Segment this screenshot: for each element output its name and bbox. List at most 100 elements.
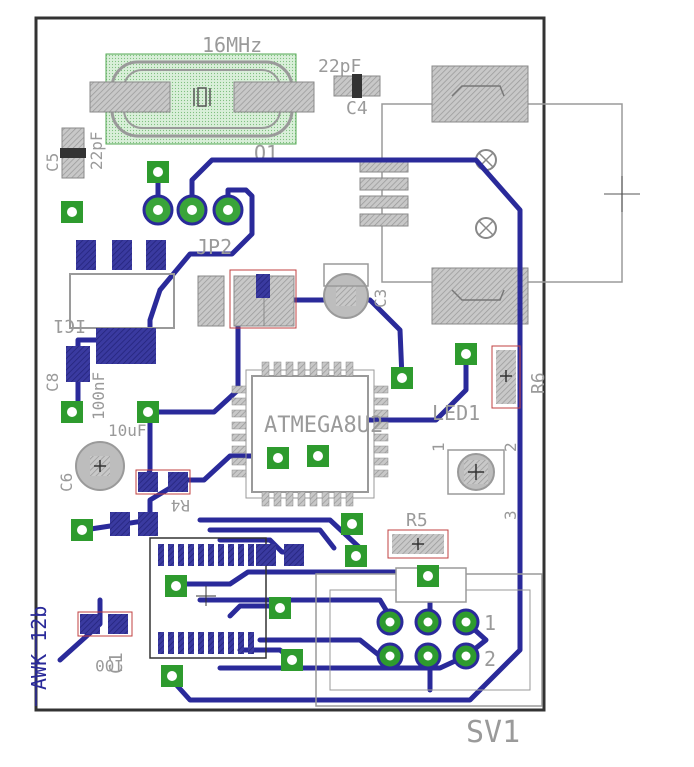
mcu-pad [231, 409, 247, 418]
mcu-pad [309, 361, 318, 377]
soic-pin [178, 632, 184, 654]
mcu-pad [261, 361, 270, 377]
capacitor-pad-b [284, 544, 304, 566]
mcu-pad [273, 491, 282, 507]
mcu-pad [345, 361, 354, 377]
mcu-pad [333, 491, 342, 507]
soic-pin [208, 544, 214, 566]
via-hole [67, 207, 77, 217]
c6-label: C6 [57, 473, 76, 492]
c6-value-label: 10uF [108, 421, 147, 440]
via-hole [167, 671, 177, 681]
connector-pad-hole [385, 617, 395, 627]
soic-pin [158, 632, 164, 654]
ic1-label: IC1 [53, 315, 86, 336]
r4-label: R4 [171, 496, 190, 515]
mcu-pad [333, 361, 342, 377]
capacitor-c8 [66, 346, 90, 382]
soic-pin [218, 632, 224, 654]
mcu-pad [231, 433, 247, 442]
jp2-label: JP2 [196, 235, 232, 259]
soic-pin [178, 544, 184, 566]
soic-pin [168, 632, 174, 654]
usb-connector [359, 65, 640, 325]
c4-value-label: 22pF [318, 56, 361, 77]
vias [61, 161, 477, 687]
mcu-pad [373, 385, 389, 394]
resistor-r7 [77, 611, 133, 637]
header-jp2 [142, 194, 244, 226]
soic-pin [168, 544, 174, 566]
via-hole [287, 655, 297, 665]
capacitor-pad-left [110, 512, 130, 536]
soic-pin [238, 544, 244, 566]
mcu-pad [373, 469, 389, 478]
capacitor-c2-area [197, 263, 369, 329]
via-hole [153, 167, 163, 177]
connector-pad-hole [385, 651, 395, 661]
via-hole [397, 373, 407, 383]
mcu-pad [373, 409, 389, 418]
mcu-pads [231, 361, 389, 507]
soic-chip [149, 537, 267, 659]
soic-pin [228, 544, 234, 566]
resistor-r5 [387, 529, 449, 559]
capacitor-pad-a [256, 544, 276, 566]
resistor-r6 [491, 345, 521, 409]
connector-pad-hole [461, 617, 471, 627]
mcu-label: ATMEGA8U2 [264, 413, 383, 438]
led1-label: LED1 [432, 401, 480, 425]
mcu-atmega [245, 369, 375, 499]
soic-pin [188, 632, 194, 654]
c3-label: C3 [371, 289, 390, 308]
mcu-pad [231, 469, 247, 478]
board-id-label: AWK 12b [27, 606, 51, 690]
soic-pin [248, 632, 254, 654]
mcu-pad [231, 445, 247, 454]
led1 [447, 449, 505, 495]
c1-label: C1 [106, 652, 127, 674]
mcu-pad [231, 421, 247, 430]
soic-pin [198, 632, 204, 654]
connector-pad-hole [423, 651, 433, 661]
c5-label: C5 [43, 153, 62, 172]
led-pin1-label: 1 [429, 442, 448, 452]
soic-pin [198, 544, 204, 566]
capacitor-c6 [75, 441, 125, 491]
via-hole [423, 571, 433, 581]
soic-pins [158, 544, 254, 654]
soic-pin [228, 632, 234, 654]
mcu-pad [373, 433, 389, 442]
mcu-pad [285, 361, 294, 377]
r6-label: R6 [528, 372, 549, 394]
mcu-pad [273, 361, 282, 377]
via-hole [351, 551, 361, 561]
c5-value-label: 22pF [87, 131, 106, 170]
soic-pin [248, 544, 254, 566]
mcu-pad [261, 491, 270, 507]
soic-pin [158, 544, 164, 566]
sv1-pin2-label: 2 [484, 647, 496, 671]
soic-pin [218, 544, 224, 566]
via-hole [273, 453, 283, 463]
regulator-ic1 [69, 240, 175, 364]
mcu-pad [285, 491, 294, 507]
via-hole [313, 451, 323, 461]
c8-value-label: 100nF [89, 372, 108, 420]
c8-label: C8 [43, 373, 62, 392]
connector-pad-hole [461, 651, 471, 661]
via-hole [347, 519, 357, 529]
mcu-pad [297, 491, 306, 507]
mcu-pad [373, 457, 389, 466]
soic-pin [188, 544, 194, 566]
crystal-freq-label: 16MHz [202, 33, 262, 57]
via-hole [67, 407, 77, 417]
crystal-q1 [89, 53, 315, 145]
r5-label: R5 [406, 510, 428, 531]
mcu-pad [231, 397, 247, 406]
mcu-pad [297, 361, 306, 377]
soic-pin [208, 632, 214, 654]
mcu-pad [373, 445, 389, 454]
via-hole [77, 525, 87, 535]
